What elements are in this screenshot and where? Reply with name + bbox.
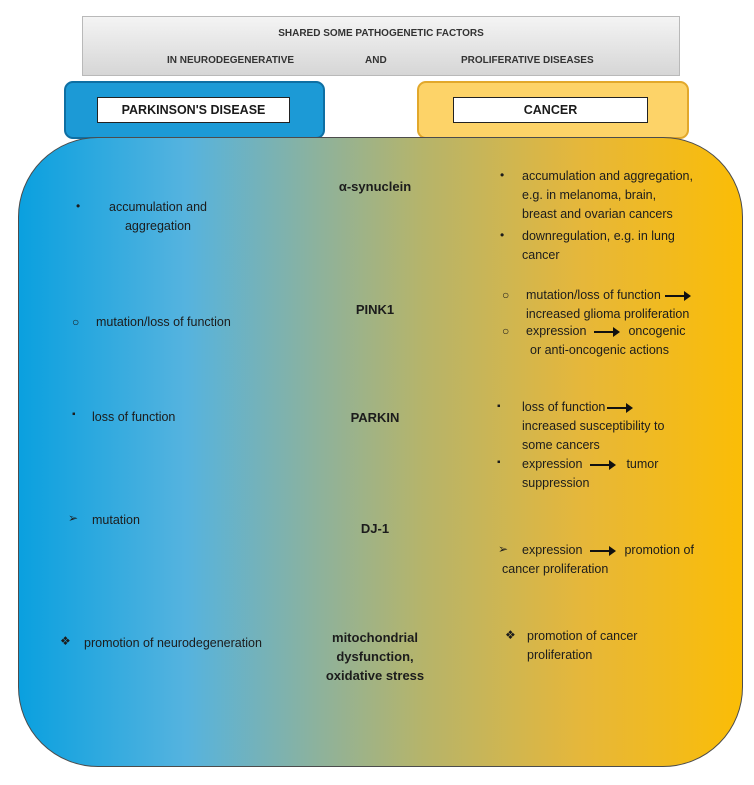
bullet-dot: •: [500, 168, 505, 182]
bullet-square: ▪: [497, 401, 501, 412]
banner-title: SHARED SOME PATHOGENETIC FACTORS: [278, 28, 484, 39]
right-arrow-icon: [590, 459, 617, 470]
bullet-arrowhead: ➢: [498, 542, 509, 556]
cancer-parkin-b-line-1: expression: [522, 457, 583, 471]
cancer-parkin-a-line-3: some cancers: [522, 438, 600, 452]
bullet-circle: ○: [502, 288, 510, 302]
pd-pink1-effect: mutation/loss of function: [96, 315, 231, 329]
cancer-parkin-expression: expression tumor suppression: [522, 455, 658, 493]
factor-dj1: DJ-1: [360, 521, 390, 536]
bullet-diamond: ❖: [505, 628, 516, 642]
bullet-arrowhead: ➢: [68, 511, 79, 525]
factor-mitochondrial: mitochondrial dysfunction, oxidative str…: [300, 628, 450, 685]
cancer-parkin-loss: loss of function increased susceptibilit…: [522, 398, 664, 455]
cancer-synuclein-accumulation: accumulation and aggregation, e.g. in me…: [522, 167, 693, 224]
cancer-dj1-line-1-end: promotion of: [624, 543, 694, 557]
factor-pink1: PINK1: [355, 302, 395, 317]
banner-left-label: IN NEURODEGENERATIVE: [167, 55, 295, 66]
cancer-header: CANCER: [417, 81, 689, 139]
cancer-syn-b-line-1: downregulation, e.g. in lung: [522, 229, 675, 243]
banner-right-label: PROLIFERATIVE DISEASES: [461, 55, 594, 66]
pd-synuclein-line-2: aggregation: [124, 219, 192, 233]
factor-mito-line-2: dysfunction,: [336, 649, 414, 664]
cancer-parkin-a-line-1: loss of function: [522, 400, 606, 414]
factor-alpha-synuclein: α-synuclein: [338, 179, 412, 194]
right-arrow-icon: [594, 326, 621, 337]
cancer-pink1-loss: mutation/loss of function increased glio…: [526, 286, 693, 324]
cancer-syn-a-line-1: accumulation and aggregation,: [522, 169, 693, 183]
cancer-pink1-expression: expression oncogenic or anti-oncogenic ac…: [526, 322, 685, 360]
cancer-pink-a-line-2: increased glioma proliferation: [526, 307, 690, 321]
cancer-mito-line-1: promotion of cancer: [527, 629, 638, 643]
right-arrow-icon: [664, 290, 691, 301]
right-arrow-icon: [607, 402, 634, 413]
cancer-synuclein-downregulation: downregulation, e.g. in lung cancer: [522, 227, 675, 265]
cancer-title: CANCER: [453, 97, 648, 123]
cancer-parkin-b-line-1-end: tumor: [626, 457, 659, 471]
cancer-dj1-expression: expression promotion of cancer proliferat…: [502, 541, 694, 579]
comparison-panel: [18, 137, 743, 767]
pd-mito-effect: promotion of neurodegeneration: [84, 636, 262, 650]
cancer-pink-b-line-1-end: oncogenic: [628, 324, 686, 338]
cancer-pink-b-line-1: expression: [526, 324, 587, 338]
cancer-parkin-b-line-2: suppression: [522, 476, 590, 490]
pd-parkin-effect: loss of function: [92, 410, 176, 424]
bullet-square: ▪: [497, 457, 501, 468]
pd-synuclein-effect: accumulation and aggregation: [98, 198, 218, 236]
factor-mito-line-1: mitochondrial: [332, 630, 418, 645]
cancer-syn-a-line-2: e.g. in melanoma, brain,: [522, 188, 657, 202]
right-arrow-icon: [590, 545, 617, 556]
cancer-mito-line-2: proliferation: [527, 648, 593, 662]
bullet-dot: •: [500, 228, 505, 242]
bullet-circle: ○: [72, 315, 80, 329]
banner-middle-label: AND: [365, 55, 387, 66]
cancer-syn-a-line-3: breast and ovarian cancers: [522, 207, 673, 221]
cancer-parkin-a-line-2: increased susceptibility to: [522, 419, 665, 433]
factor-mito-line-3: oxidative stress: [325, 668, 425, 683]
pd-synuclein-line-1: accumulation and: [109, 200, 207, 214]
parkinsons-title: PARKINSON'S DISEASE: [97, 97, 290, 123]
bullet-diamond: ❖: [60, 634, 71, 648]
cancer-mito-effect: promotion of cancer proliferation: [527, 627, 637, 665]
cancer-dj1-line-1: expression: [522, 543, 583, 557]
bullet-dot: •: [76, 199, 81, 213]
cancer-syn-b-line-2: cancer: [522, 248, 560, 262]
bullet-circle: ○: [502, 324, 510, 338]
cancer-pink-a-line-1: mutation/loss of function: [526, 288, 661, 302]
title-banner: SHARED SOME PATHOGENETIC FACTORS IN NEUR…: [82, 16, 680, 76]
factor-parkin: PARKIN: [350, 410, 400, 425]
parkinsons-header: PARKINSON'S DISEASE: [64, 81, 325, 139]
cancer-pink-b-line-2: or anti-oncogenic actions: [530, 343, 669, 357]
bullet-square: ▪: [72, 409, 76, 420]
cancer-dj1-line-2: cancer proliferation: [502, 562, 609, 576]
pd-dj1-effect: mutation: [92, 513, 140, 527]
